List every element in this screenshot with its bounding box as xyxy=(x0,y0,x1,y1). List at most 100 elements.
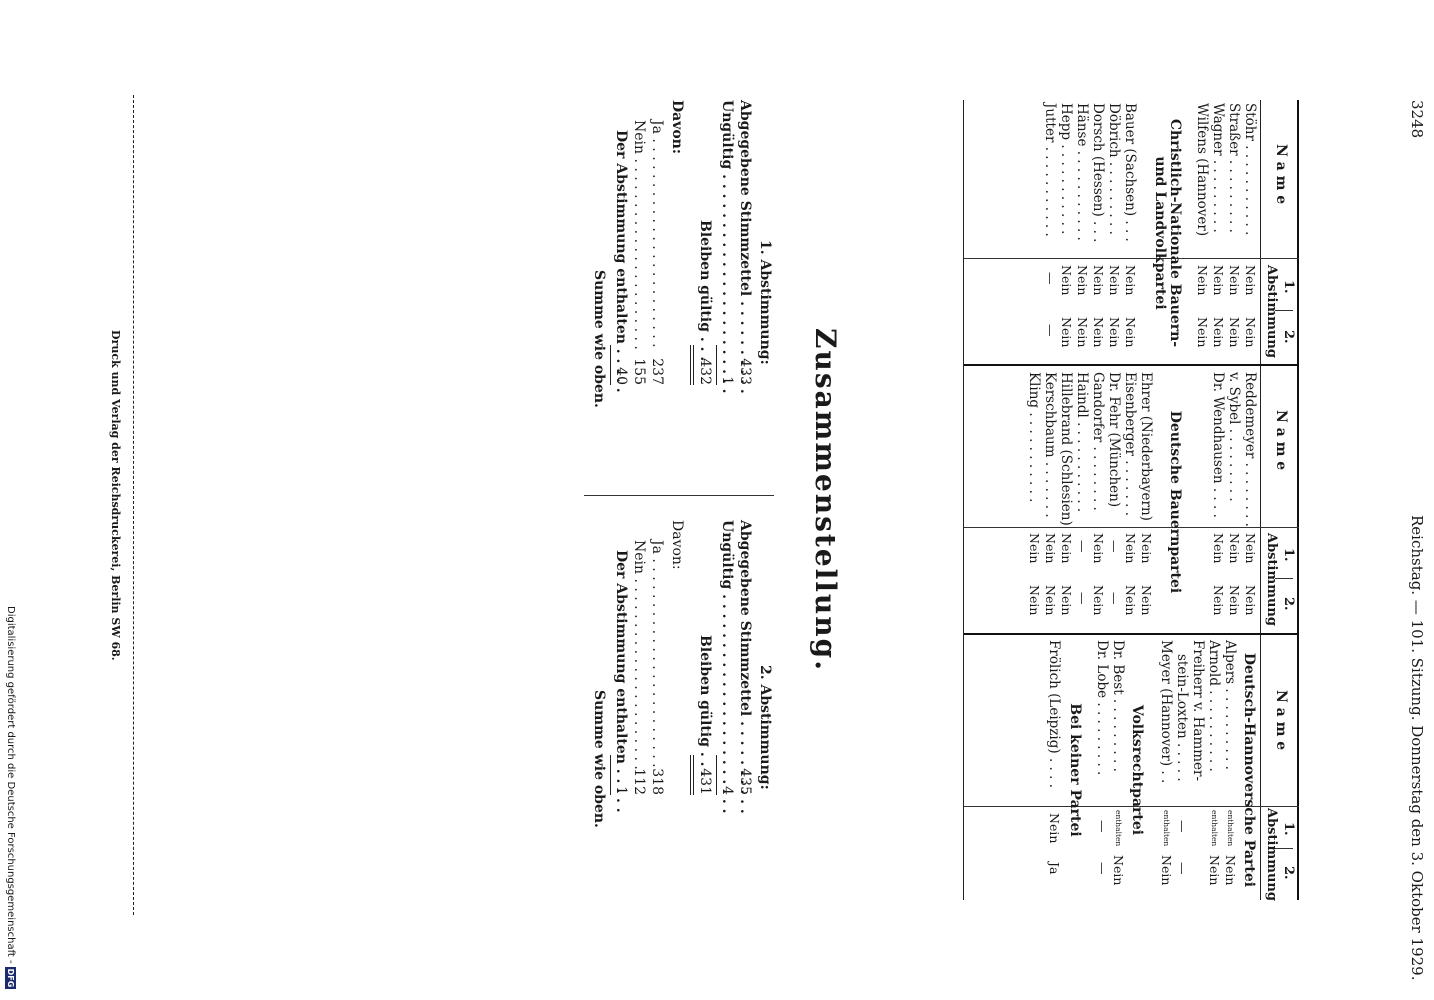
party-heading: Deutsch-Hannoversche Partei xyxy=(1241,652,1257,888)
vote1-nein-label: Nein . . . . . . . . . . . . . . . . . .… xyxy=(631,120,647,350)
list-item-vote2: — xyxy=(1107,592,1122,605)
list-item-vote1: Nein xyxy=(1227,533,1242,564)
vote1-nein-value: 155 xyxy=(631,358,647,385)
vote1-ja-value: 237 xyxy=(649,358,665,385)
summary-divider xyxy=(584,495,774,496)
vote1-total-rule-b xyxy=(690,345,691,385)
list-item-vote2: Nein xyxy=(1211,585,1226,616)
vote2-subtotal-rule xyxy=(716,755,717,795)
list-item-name: Hänse . . . . . . . . . . . xyxy=(1074,103,1090,241)
table-top-rule xyxy=(1297,100,1299,900)
list-item-vote1: Nein xyxy=(1243,533,1258,564)
list-item-name: Haindl . . . . . . . . . . . xyxy=(1074,372,1090,513)
vote2-sum-rule xyxy=(610,755,611,795)
list-item-vote2: Nein xyxy=(1223,855,1238,886)
col3-name-heading: N a m e xyxy=(1273,690,1289,751)
summary-title: Zusammenstellung. xyxy=(809,328,842,672)
vote2-nein-value: 112 xyxy=(631,768,647,795)
list-item-vote2: Nein xyxy=(1111,855,1126,886)
col1-vote2-heading: 2. xyxy=(1281,330,1296,344)
list-item-vote2: Nein xyxy=(1059,585,1074,616)
list-item-vote1: Nein xyxy=(1195,265,1210,296)
vote2-abgegeben-value: 435 xyxy=(737,768,753,795)
list-item-name: Eisenberger . . . . . . . xyxy=(1122,372,1138,517)
vote1-heading: 1. Abstimmung: xyxy=(757,240,773,365)
vote1-enthalten-value: 40 xyxy=(613,367,629,385)
list-item-name: Dorsch (Hessen) . . . xyxy=(1090,103,1106,243)
list-item-vote1: Nein xyxy=(1027,533,1042,564)
party-heading: Deutsche Bauernpartei xyxy=(1167,410,1183,594)
list-item-vote2: Nein xyxy=(1027,585,1042,616)
list-item-vote2: Nein xyxy=(1195,317,1210,348)
list-item-name: v. Sybel . . . . . . . . . xyxy=(1226,372,1242,502)
col2-abstimmung-heading: Abstimmung xyxy=(1264,533,1279,626)
list-item-vote2: Nein xyxy=(1243,585,1258,616)
list-item-vote2: Nein xyxy=(1091,317,1106,348)
col3-vote2-heading: 2. xyxy=(1281,866,1296,880)
list-item-vote2: Nein xyxy=(1211,317,1226,348)
vote2-enthalten-value: 1 xyxy=(613,786,629,795)
list-item-vote2: Ja xyxy=(1047,862,1062,875)
list-item-vote2: — xyxy=(1043,324,1058,337)
list-item-vote2: — xyxy=(1095,862,1110,875)
vote1-davon-label: Davon: xyxy=(669,100,685,155)
list-item-name: Dr. Best . . . . . . . . . xyxy=(1110,640,1126,772)
vote2-heading: 2. Abstimmung: xyxy=(757,665,773,790)
column-divider-1 xyxy=(964,364,1299,366)
page-number: 3248 xyxy=(1408,100,1426,139)
vote2-ja-label: Ja . . . . . . . . . . . . . . . . . . .… xyxy=(649,540,665,768)
list-item-vote1: Nein xyxy=(1043,533,1058,564)
list-item-vote1: — xyxy=(1095,820,1110,833)
list-item-vote2: Nein xyxy=(1075,317,1090,348)
list-item-vote2: Nein xyxy=(1091,585,1106,616)
list-item-name: Alpers . . . . . . . . . . xyxy=(1222,640,1238,770)
list-item-name: Stöhr . . . . . . . . . . . xyxy=(1242,103,1258,236)
bottom-rule xyxy=(133,95,134,915)
list-item-vote2: Nein xyxy=(1123,585,1138,616)
list-item-vote1: Nein xyxy=(1211,533,1226,564)
list-item-vote1: Nein xyxy=(1047,813,1062,844)
list-item-vote1: Nein xyxy=(1123,533,1138,564)
col2-vote2-heading: 2. xyxy=(1281,597,1296,611)
list-item-vote1: — xyxy=(1175,820,1190,833)
list-item-vote1: Nein xyxy=(1075,265,1090,296)
list-item-vote1: — xyxy=(1043,272,1058,285)
list-item-vote1: Nein xyxy=(1107,265,1122,296)
vote2-total-rule-b xyxy=(690,755,691,795)
list-item-vote2: — xyxy=(1075,592,1090,605)
table-bottom-rule xyxy=(963,100,964,900)
list-item-vote1: Nein xyxy=(1059,533,1074,564)
list-item-vote1: Nein xyxy=(1243,265,1258,296)
list-item-vote1: Nein xyxy=(1139,533,1154,564)
col3-abstimmung-heading: Abstimmung xyxy=(1264,808,1279,901)
vote2-total-rule-a xyxy=(693,755,694,795)
list-item-vote1: — xyxy=(1107,540,1122,553)
party-heading: Volksrechtpartei xyxy=(1129,704,1145,836)
list-item-name: Jutter . . . . . . . . . . . xyxy=(1042,103,1058,237)
table-header-rule xyxy=(1260,100,1261,900)
list-item-name: Straßer . . . . . . . . . xyxy=(1226,103,1242,233)
list-item-vote2: Nein xyxy=(1107,317,1122,348)
vote1-summe-label: Summe wie oben. xyxy=(591,270,607,408)
list-item-vote1: Nein xyxy=(1211,265,1226,296)
list-item-name: Reddemeyer . . . . . . . . xyxy=(1242,372,1258,527)
list-item-vote1: enthalten xyxy=(1226,810,1235,847)
vote1-abgegeben-value: 433 xyxy=(737,358,753,385)
col2-vote1-heading: 1. xyxy=(1281,548,1296,562)
vote2-summe-label: Summe wie oben. xyxy=(591,690,607,828)
vote1-total-rule-a xyxy=(693,345,694,385)
party-heading: Christlich-Nationale Bauern- und Landvol… xyxy=(1152,118,1183,348)
list-item-vote1: Nein xyxy=(1123,265,1138,296)
list-item-name: Bauer (Sachsen) . . . xyxy=(1122,103,1138,242)
col1-vote1-heading: 1. xyxy=(1281,280,1296,294)
list-item-name: Meyer (Hannover) . . xyxy=(1158,640,1174,784)
list-item-name: Kerschbaum . . . . . . . xyxy=(1042,372,1058,518)
imprint-footer: Druck und Verlag der Reichsdruckerei, Be… xyxy=(109,330,122,661)
list-item-name: Kling . . . . . . . . . . . xyxy=(1026,372,1042,503)
vote2-gueltig-value: 431 xyxy=(697,768,713,795)
col1-abstimmung-heading: Abstimmung xyxy=(1264,265,1279,358)
list-item-vote2: Nein xyxy=(1207,855,1222,886)
list-item-name: Döbrich . . . . . . . . . xyxy=(1106,103,1122,235)
